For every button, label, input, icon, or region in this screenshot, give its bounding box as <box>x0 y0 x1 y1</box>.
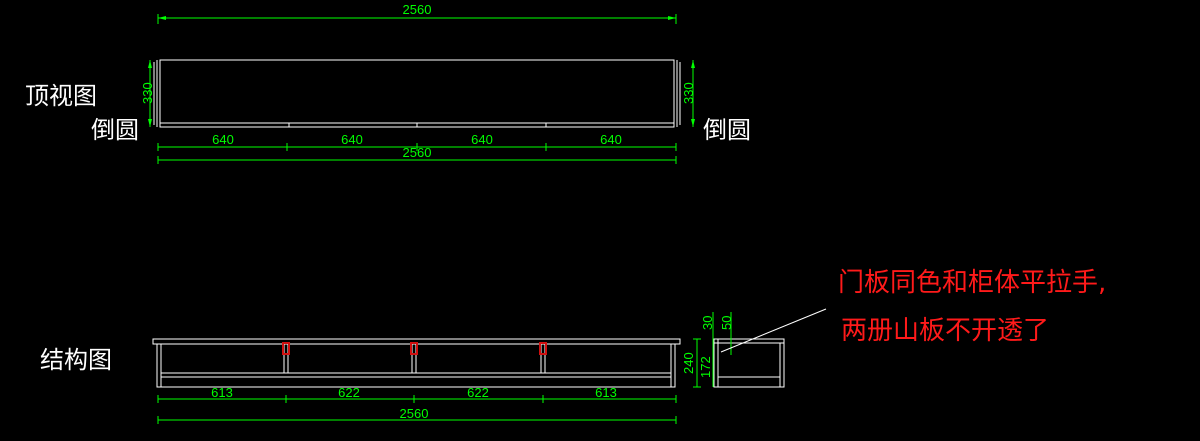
top-view-drawing: 2560 330 330 640 640 640 640 <box>140 2 696 164</box>
handle-mark-1 <box>282 342 290 355</box>
top-segment-dim-1: 640 <box>212 132 234 147</box>
annotation-note-line1: 门板同色和柜体平拉手, <box>838 268 1107 298</box>
top-view-outline <box>159 59 675 128</box>
top-view-label: 顶视图 <box>25 82 97 110</box>
structure-view-label: 结构图 <box>40 346 112 374</box>
side-inner-dim: 50 <box>719 316 734 330</box>
structure-view-drawing: 613 622 622 613 2560 <box>152 338 681 424</box>
side-bottom-dim: 172 <box>698 356 713 378</box>
top-overall-bottom-dim: 2560 <box>403 145 432 160</box>
struct-segment-dim-1: 613 <box>211 385 233 400</box>
top-depth-left-dim: 330 <box>140 82 155 104</box>
side-height-dim: 240 <box>681 352 696 374</box>
struct-segment-dim-2: 622 <box>338 385 360 400</box>
side-section-drawing: 240 30 172 50 <box>681 308 827 388</box>
top-segment-dim-2: 640 <box>341 132 363 147</box>
handle-mark-2 <box>410 342 418 355</box>
side-top-dim: 30 <box>700 316 715 330</box>
top-segment-dim-4: 640 <box>600 132 622 147</box>
handle-mark-3 <box>539 342 547 355</box>
top-overall-dim: 2560 <box>403 2 432 17</box>
struct-segment-dim-3: 622 <box>467 385 489 400</box>
top-depth-right-dim: 330 <box>681 82 696 104</box>
rounded-corner-label-left: 倒圆 <box>91 116 139 144</box>
struct-overall-dim: 2560 <box>400 406 429 421</box>
annotation-note-line2: 两册山板不开透了 <box>841 316 1050 346</box>
annotation-leader-line <box>720 308 827 353</box>
top-segment-dim-3: 640 <box>471 132 493 147</box>
rounded-corner-label-right: 倒圆 <box>703 116 751 144</box>
struct-segment-dim-4: 613 <box>595 385 617 400</box>
side-section-outline <box>713 338 785 388</box>
